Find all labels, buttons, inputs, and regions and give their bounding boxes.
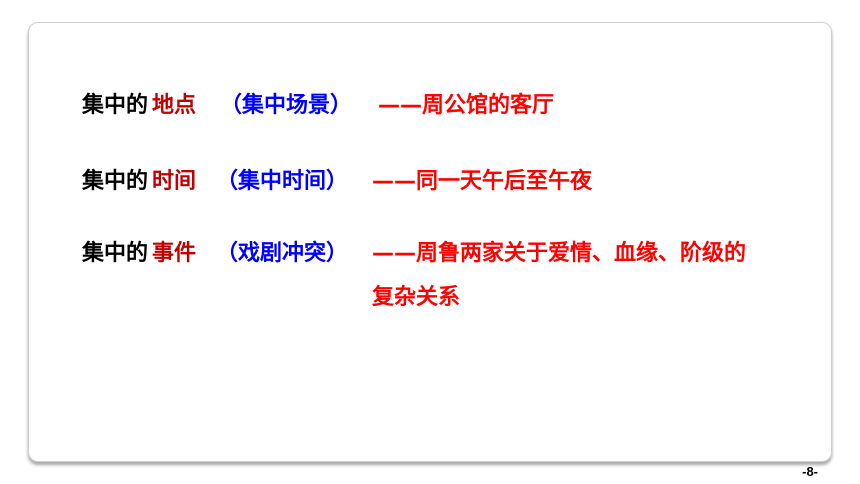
content-card — [28, 22, 832, 462]
row-key: 事件 — [152, 241, 197, 266]
row-detail: ——周公馆的客厅 — [378, 93, 555, 118]
page-number: -8- — [802, 464, 818, 479]
row-detail: ——同一天午后至午夜 — [372, 169, 593, 194]
row-key: 地点 — [152, 93, 197, 118]
row-lead: 集中的 — [82, 93, 149, 118]
row-lead: 集中的 — [82, 241, 149, 266]
row-detail: ——周鲁两家关于爱情、血缘、阶级的 — [372, 241, 747, 266]
row-paren: （集中场景） — [220, 93, 353, 118]
row-paren: （集中时间） — [216, 169, 349, 194]
row-detail-line2: 复杂关系 — [372, 285, 461, 310]
row-key: 时间 — [152, 169, 197, 194]
row-paren: （戏剧冲突） — [216, 241, 349, 266]
row-lead: 集中的 — [82, 169, 149, 194]
